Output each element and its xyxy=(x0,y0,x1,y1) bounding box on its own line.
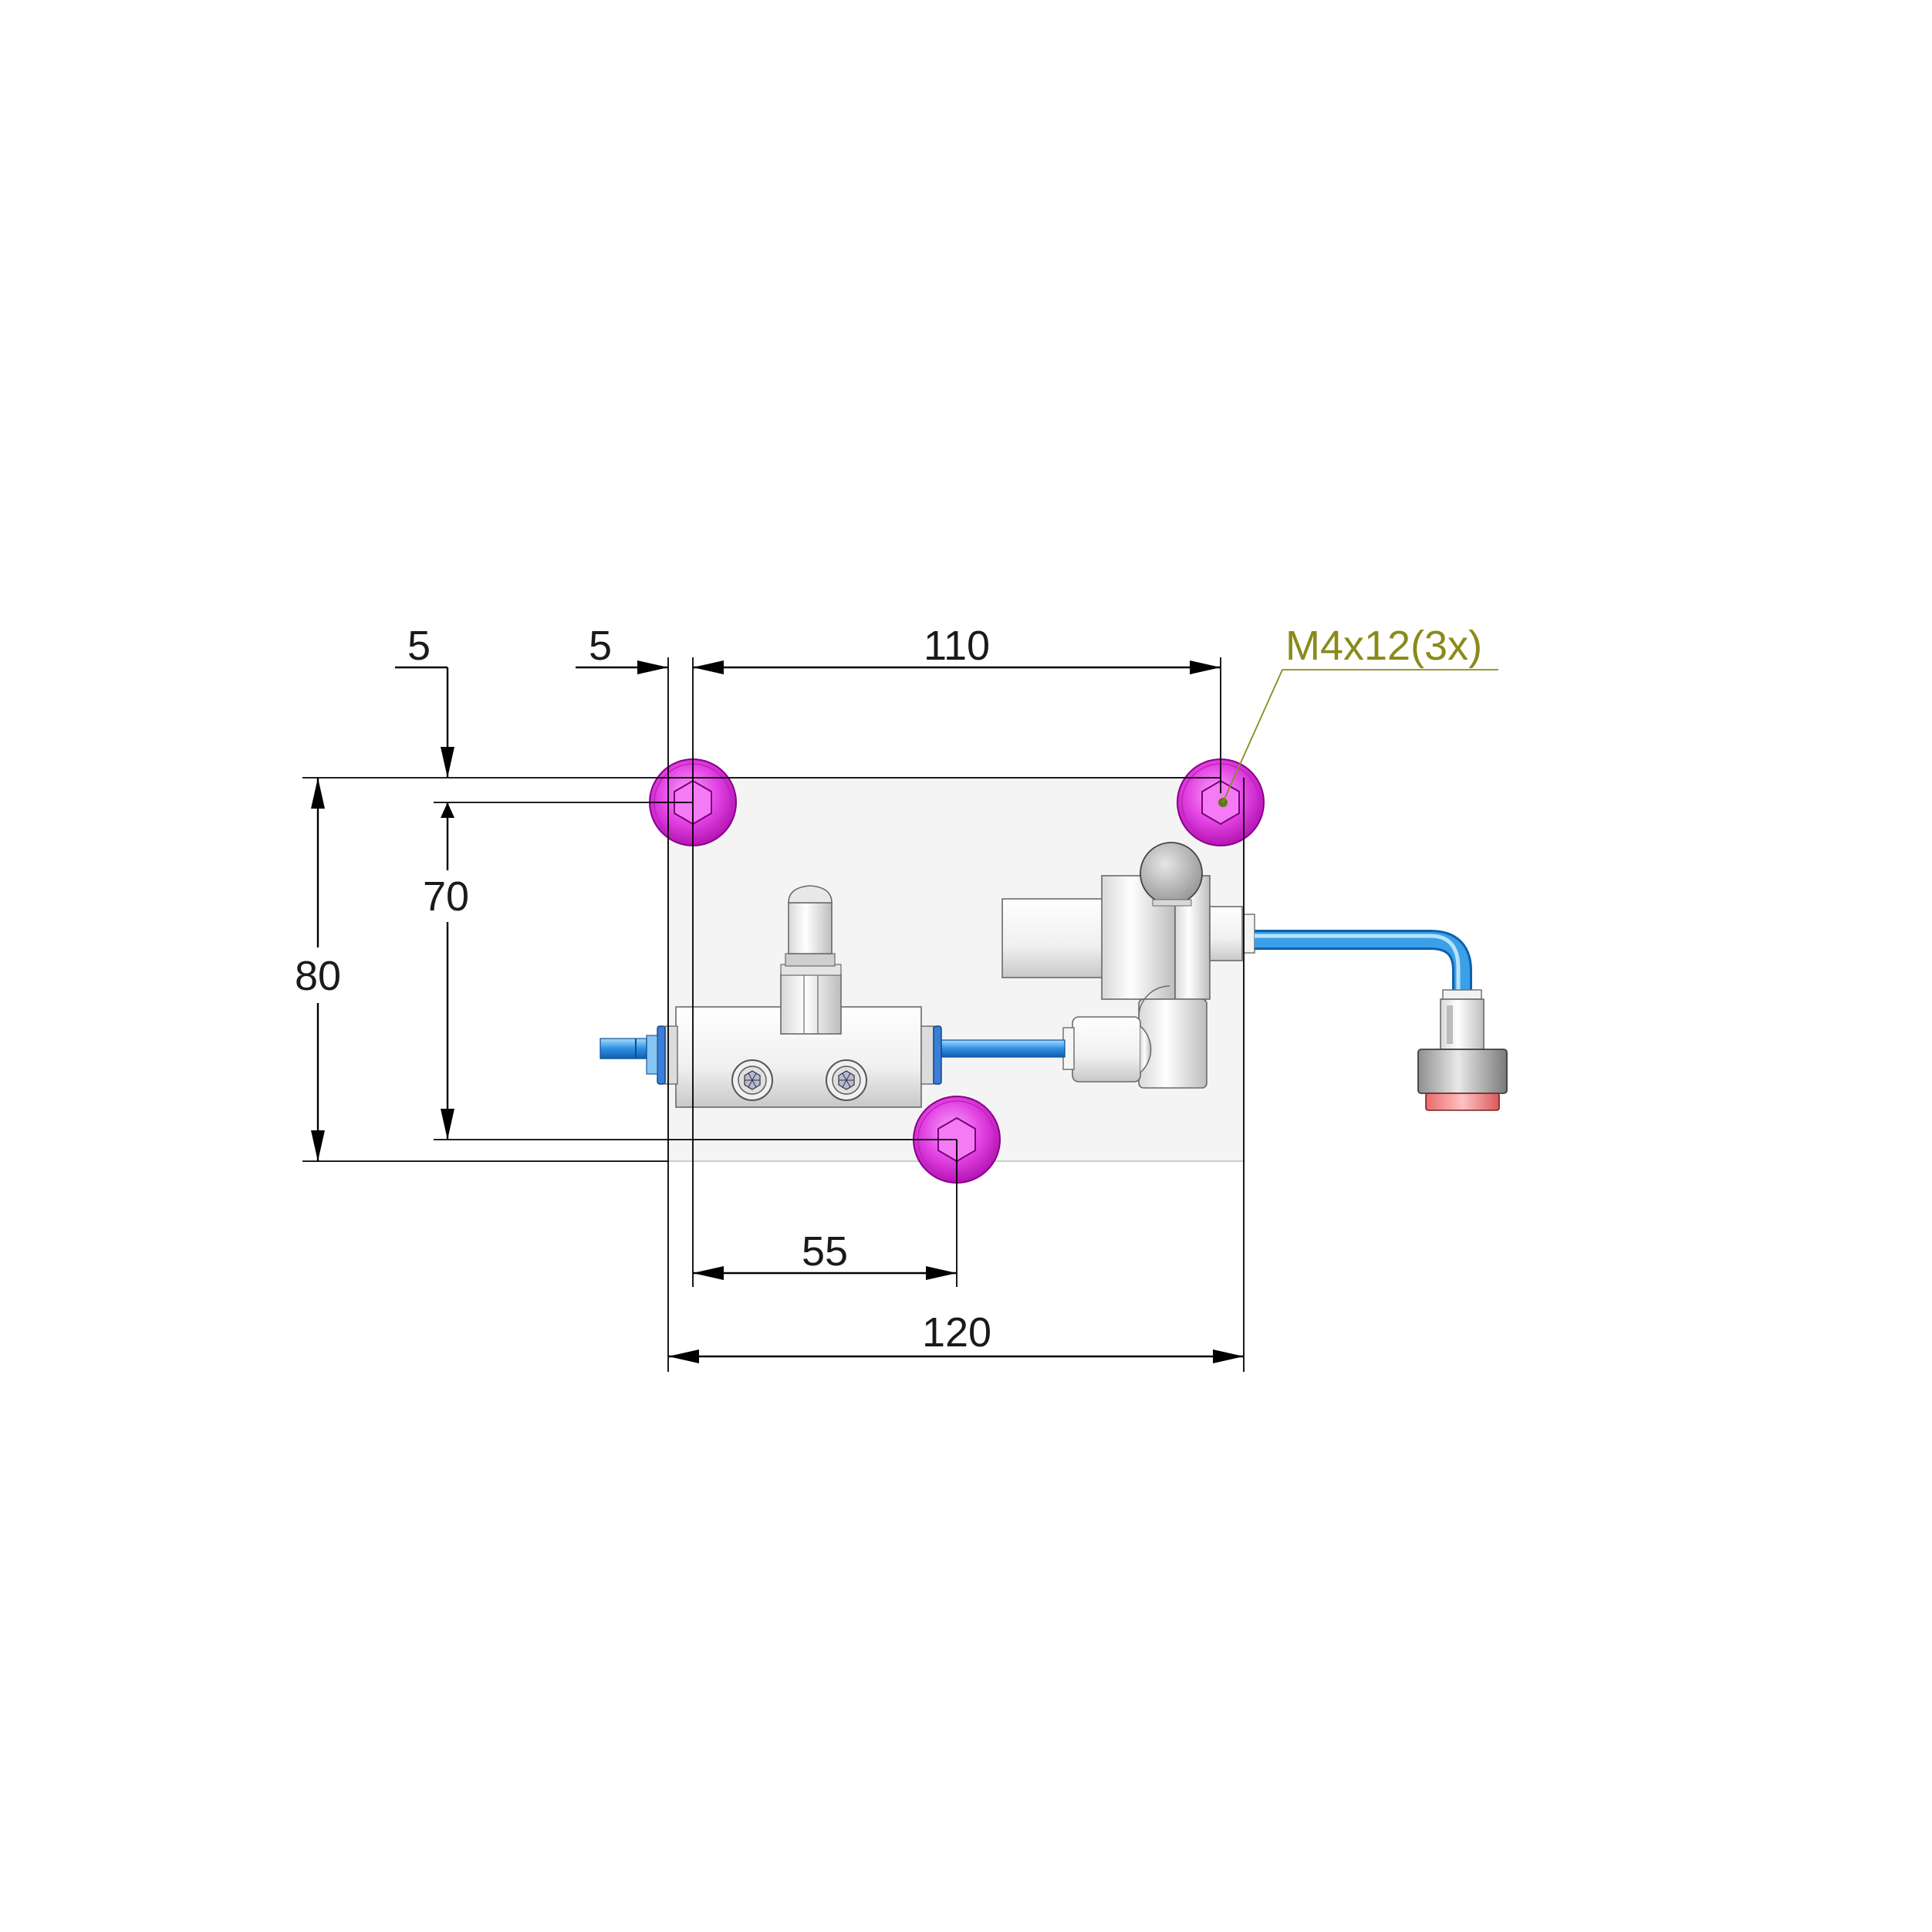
dimension-top-offset: 5 xyxy=(395,623,454,818)
dim-label-bottom-hole-offset: 55 xyxy=(802,1228,848,1275)
hex-socket-screw-icon xyxy=(1177,758,1265,846)
red-cap xyxy=(1425,1093,1500,1111)
grey-knob xyxy=(1140,842,1203,905)
extension-lines xyxy=(302,657,1245,1372)
dim-label-inner-offset: 5 xyxy=(589,623,612,669)
blue-tube-right xyxy=(1255,930,1472,991)
dim-label-top-offset: 5 xyxy=(407,623,431,669)
dim-label-plate-height: 80 xyxy=(295,953,341,999)
dim-label-hole-spacing-x: 110 xyxy=(924,623,990,669)
dimension-plate-height: 80 xyxy=(295,778,341,1161)
hex-socket-icon xyxy=(731,1059,773,1101)
dimension-plate-width: 120 xyxy=(668,1309,1244,1363)
dimension-bottom-hole-offset: 55 xyxy=(693,1228,957,1280)
elbow-fitting-lower xyxy=(1062,1016,1152,1083)
dimension-hole-spacing-x: 110 xyxy=(693,623,1221,674)
dim-label-plate-width: 120 xyxy=(922,1309,991,1356)
screw-callout: M4x12(3x) xyxy=(1222,623,1498,803)
dimension-hole-spacing-y: 70 xyxy=(423,802,469,1140)
pneumatic-valve-assembly xyxy=(1001,842,1255,1089)
quick-coupling xyxy=(1417,989,1508,1111)
valve-block xyxy=(600,885,942,1108)
dim-label-hole-spacing-y: 70 xyxy=(423,873,469,920)
blue-tube-middle xyxy=(939,1039,1066,1058)
callout-label: M4x12(3x) xyxy=(1285,623,1482,669)
hex-socket-icon xyxy=(826,1059,867,1101)
